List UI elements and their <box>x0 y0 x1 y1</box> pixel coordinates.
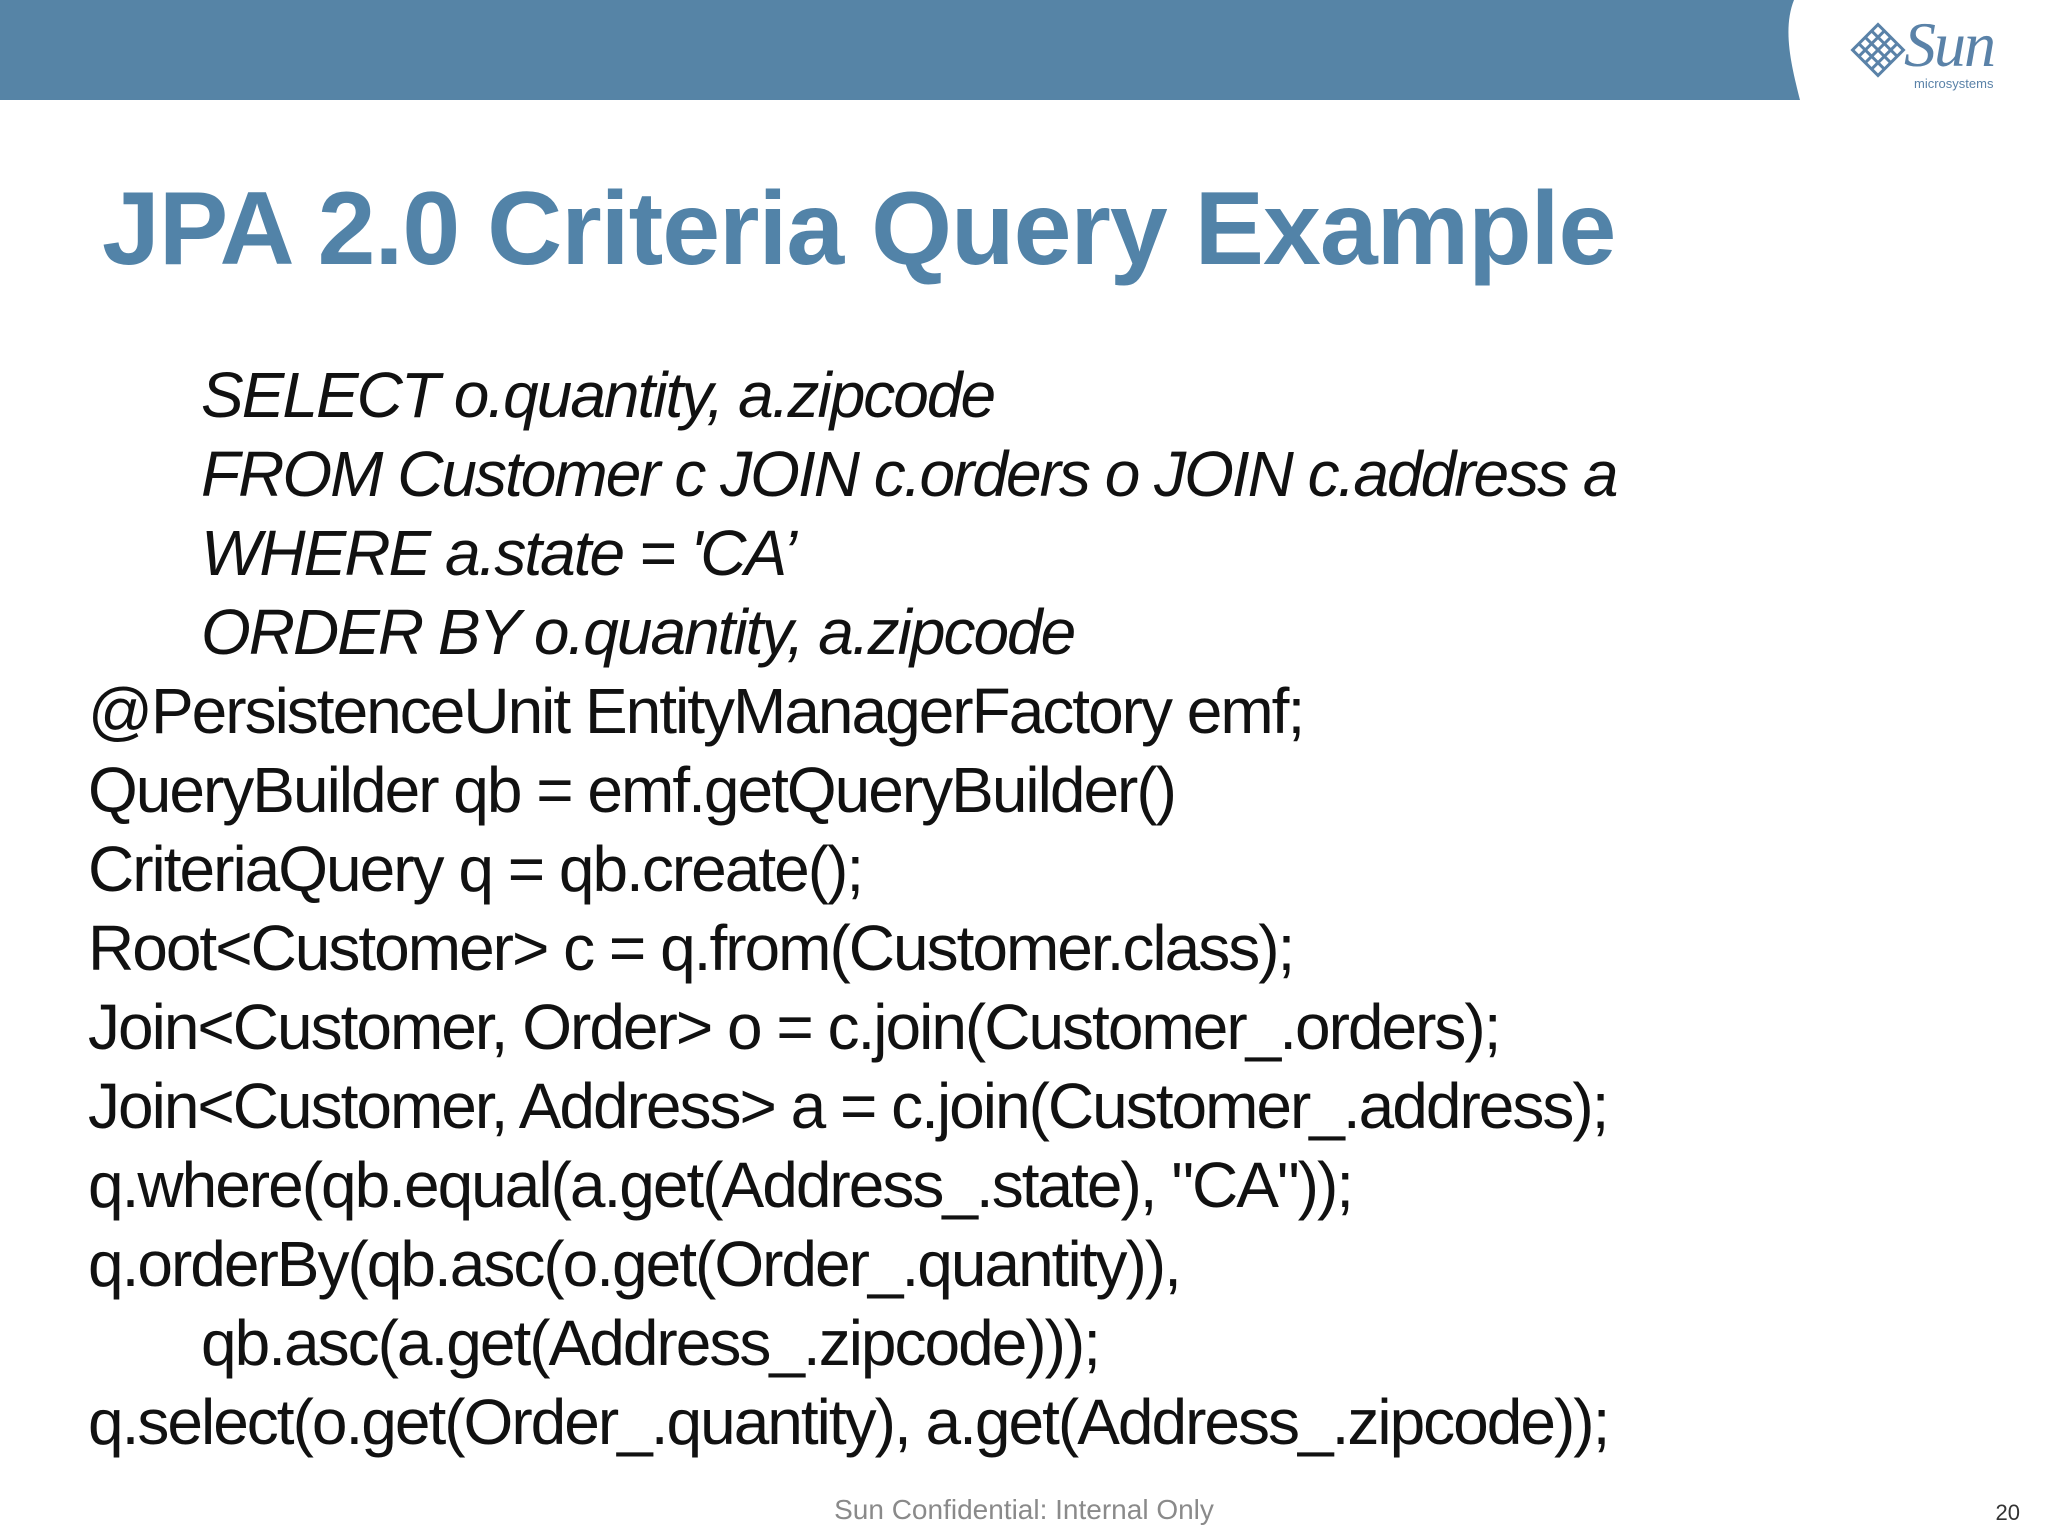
logo-wordmark: Sun <box>1904 9 1996 80</box>
code-line: q.where(qb.equal(a.get(Address_.state), … <box>88 1149 1354 1221</box>
code-line: CriteriaQuery q = qb.create(); <box>88 833 864 905</box>
code-line: q.orderBy(qb.asc(o.get(Order_.quantity))… <box>88 1228 1182 1300</box>
code-line: SELECT o.quantity, a.zipcode <box>201 359 996 431</box>
code-line: qb.asc(a.get(Address_.zipcode))); <box>201 1307 1101 1379</box>
footer-confidential: Sun Confidential: Internal Only <box>834 1494 1214 1525</box>
code-block: SELECT o.quantity, a.zipcode FROM Custom… <box>88 356 1988 1462</box>
code-line: Root<Customer> c = q.from(Customer.class… <box>88 912 1295 984</box>
code-line: @PersistenceUnit EntityManagerFactory em… <box>88 675 1305 747</box>
code-line: Join<Customer, Order> o = c.join(Custome… <box>88 991 1502 1063</box>
header-bar <box>0 0 2048 100</box>
code-line: FROM Customer c JOIN c.orders o JOIN c.a… <box>201 438 1618 510</box>
logo-subtitle: microsystems <box>1914 76 1994 91</box>
code-line: q.select(o.get(Order_.quantity), a.get(A… <box>88 1386 1610 1458</box>
header-bar-shape <box>0 0 1800 100</box>
slide-title: JPA 2.0 Criteria Query Example <box>102 171 1616 287</box>
code-line: ORDER BY o.quantity, a.zipcode <box>201 596 1076 668</box>
sun-microsystems-logo: Sun microsystems <box>1848 9 2028 94</box>
code-line: QueryBuilder qb = emf.getQueryBuilder() <box>88 754 1177 826</box>
code-line: WHERE a.state = 'CA’ <box>201 517 797 589</box>
page-number: 20 <box>1995 1500 2020 1525</box>
code-line: Join<Customer, Address> a = c.join(Custo… <box>88 1070 1609 1142</box>
sun-logo-icon <box>1850 22 1906 78</box>
